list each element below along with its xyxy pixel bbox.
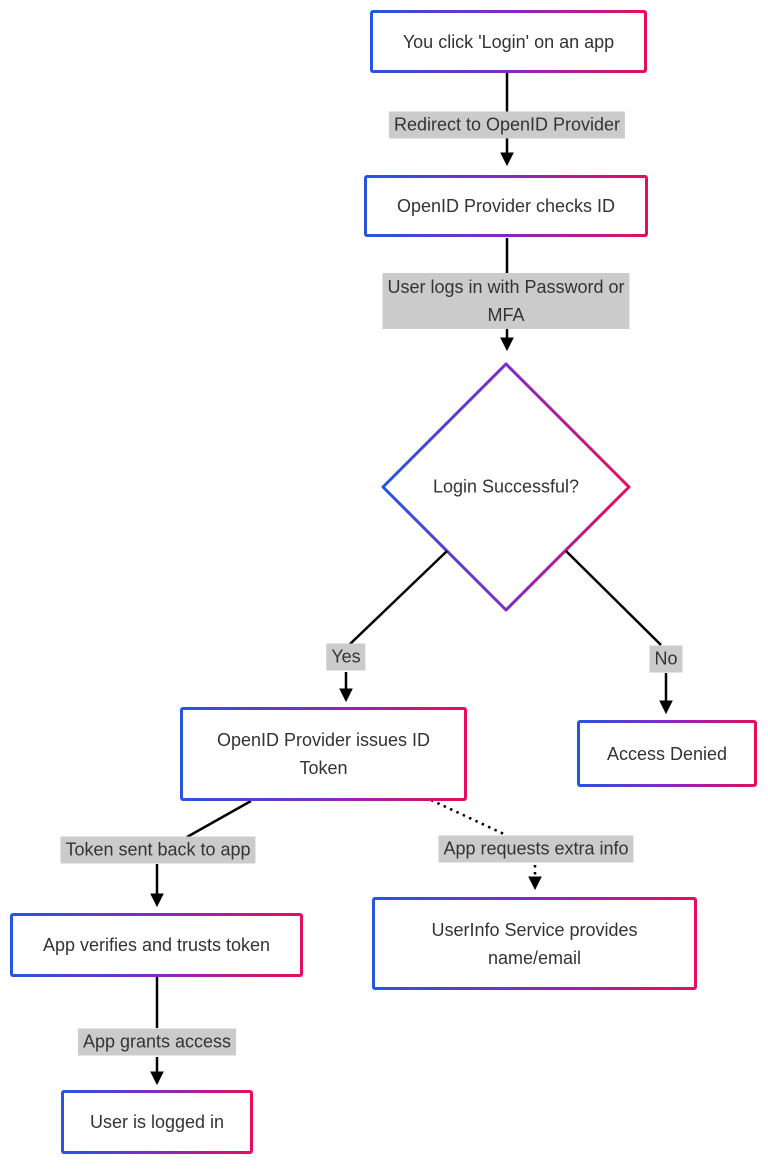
edge-label-grants-access: App grants access bbox=[77, 1028, 237, 1056]
edge-label-mfa-line1: User logs in with Password or bbox=[387, 277, 625, 297]
edge-decision-yes-diagonal bbox=[348, 550, 448, 646]
edge-label-requests-info: App requests extra info bbox=[438, 835, 634, 863]
node-app-verifies: App verifies and trusts token bbox=[10, 913, 303, 977]
node-logged-in-label: User is logged in bbox=[89, 1112, 225, 1132]
edge-label-mfa-line2: MFA bbox=[487, 305, 525, 325]
node-issues-token-line1: OpenID Provider issues ID bbox=[216, 730, 431, 750]
decision-diamond-shape bbox=[381, 362, 631, 612]
node-issues-token-line2: Token bbox=[299, 758, 348, 778]
edge-issuestoken-tokensent-diagonal bbox=[186, 799, 252, 839]
node-issues-token: OpenID Provider issues ID Token bbox=[180, 707, 467, 801]
node-click-login: You click 'Login' on an app bbox=[370, 10, 647, 73]
edge-label-yes: Yes bbox=[326, 643, 366, 671]
node-userinfo-line2: name/email bbox=[487, 947, 582, 968]
node-provider-checks-label: OpenID Provider checks ID bbox=[396, 196, 616, 216]
edge-label-redirect: Redirect to OpenID Provider bbox=[388, 111, 626, 139]
edge-label-mfa: User logs in with Password or MFA bbox=[382, 273, 630, 329]
edge-label-token-sent: Token sent back to app bbox=[60, 836, 256, 864]
node-access-denied-label: Access Denied bbox=[606, 743, 728, 764]
node-logged-in: User is logged in bbox=[61, 1090, 253, 1154]
edge-label-no: No bbox=[649, 645, 683, 673]
node-login-successful-label: Login Successful? bbox=[432, 476, 580, 497]
node-app-verifies-label: App verifies and trusts token bbox=[42, 935, 271, 955]
node-provider-checks: OpenID Provider checks ID bbox=[364, 175, 648, 237]
node-userinfo: UserInfo Service provides name/email bbox=[372, 897, 697, 990]
node-access-denied: Access Denied bbox=[577, 720, 757, 787]
edge-issuestoken-requestsinfo-diagonal-dotted bbox=[430, 798, 507, 837]
edge-decision-no-diagonal bbox=[565, 550, 662, 646]
node-click-login-label: You click 'Login' on an app bbox=[402, 31, 615, 52]
node-userinfo-line1: UserInfo Service provides bbox=[431, 919, 638, 940]
